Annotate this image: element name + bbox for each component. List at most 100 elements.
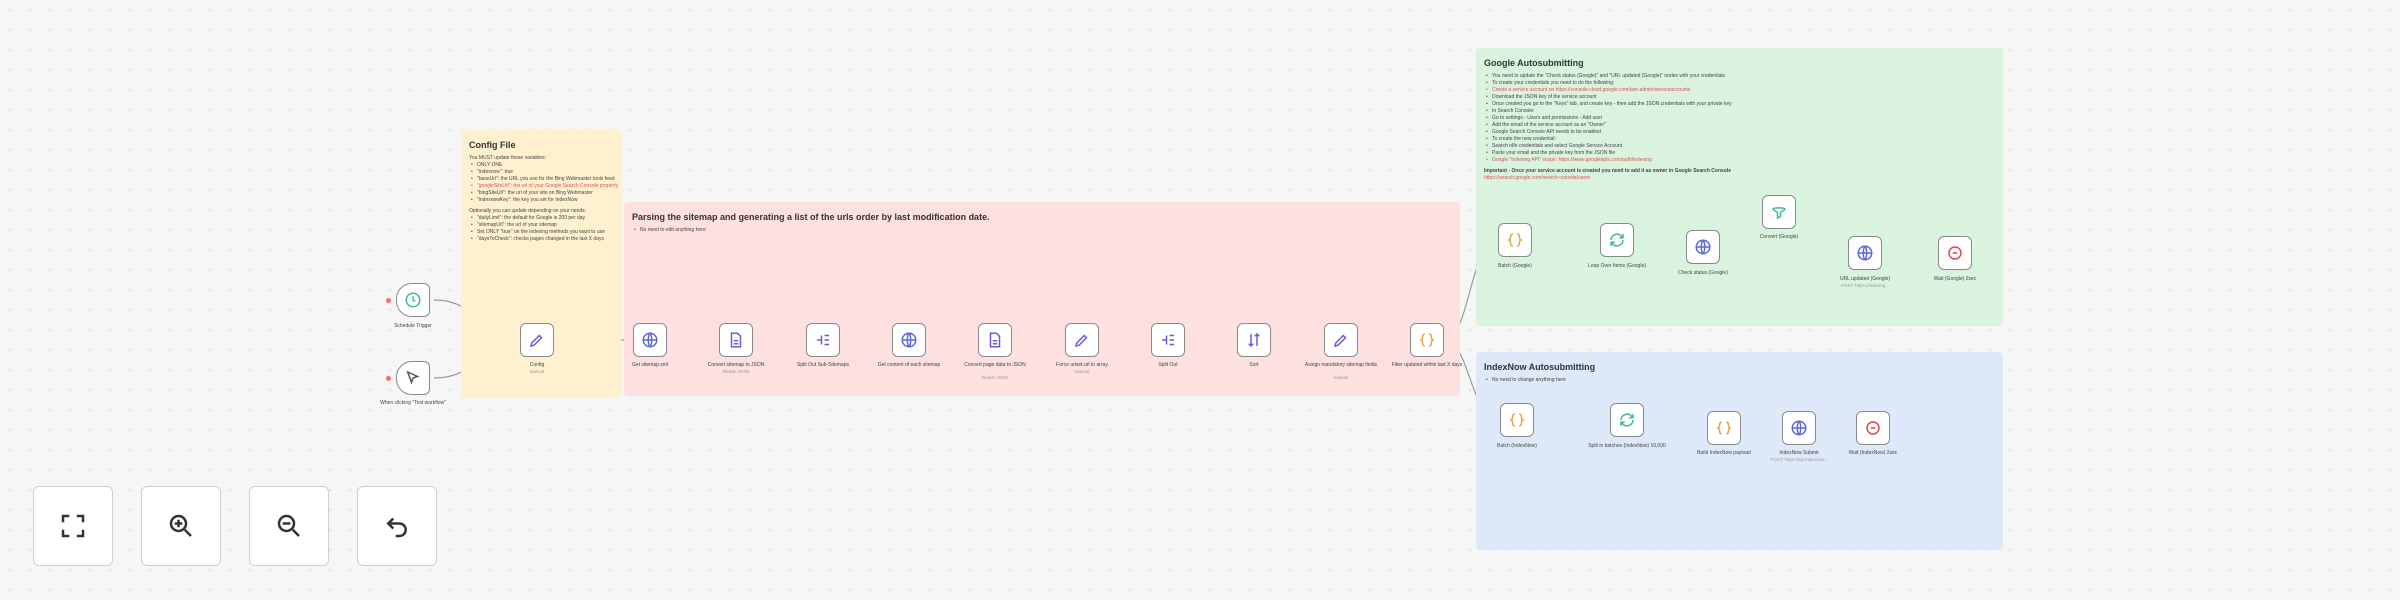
note-line: https://search.google.com/search-console… — [1484, 175, 1591, 181]
node-subtitle: Reads JSON — [981, 375, 1009, 380]
stop-icon — [1948, 246, 1962, 260]
node-label: Get sitemap.xml — [631, 362, 669, 368]
note-indexnow-autosubmitting: IndexNow Autosubmitting No need to chang… — [1476, 352, 2003, 550]
note-line: Optionally you can update depending on y… — [469, 208, 587, 214]
node-label: Convert sitemap to JSON — [707, 362, 765, 368]
note-line: Once created you go to the "Keys" tab, a… — [1484, 101, 1995, 108]
note-line: "googleSiteUrl": the url of your Google … — [469, 183, 618, 190]
node-check-status-google[interactable] — [1686, 230, 1720, 264]
globe-icon — [901, 332, 917, 348]
node-label: Wait (IndexNow) 2sec — [1848, 450, 1898, 456]
note-line: Add the email of the service account as … — [1484, 122, 1995, 129]
node-build-payload-indexnow[interactable] — [1707, 411, 1741, 445]
node-label: Build IndexNow payload — [1697, 450, 1751, 456]
loop-icon — [1620, 413, 1634, 427]
node-split-out[interactable] — [1151, 323, 1185, 357]
node-batch-indexnow[interactable] — [1500, 403, 1534, 437]
node-filter-updated[interactable] — [1410, 323, 1444, 357]
note-line: "daysToCheck": checks pages changed in t… — [469, 236, 613, 243]
node-subtitle: manual — [1074, 369, 1090, 374]
reset-zoom-icon — [386, 517, 407, 538]
stop-icon — [1866, 421, 1880, 435]
note-title: Google Autosubmitting — [1484, 58, 1584, 68]
note-line: Download the JSON key of the service acc… — [1484, 94, 1995, 101]
trigger-indicator — [386, 298, 391, 303]
pencil-icon — [1333, 334, 1347, 348]
node-label: Split in batches (IndexNow) 10,000 — [1588, 443, 1666, 449]
node-split-sitemaps[interactable] — [806, 323, 840, 357]
node-split-batches-indexnow[interactable] — [1610, 403, 1644, 437]
node-wait-indexnow[interactable] — [1856, 411, 1890, 445]
globe-icon — [1857, 245, 1873, 261]
code-icon — [1419, 333, 1435, 347]
reset-zoom-button[interactable] — [357, 486, 437, 566]
note-line: "bingSiteUrl": the url of your site on B… — [469, 190, 613, 197]
note-line: No need to change anything here — [1484, 377, 1995, 384]
node-subtitle: Reads JSON — [722, 369, 750, 374]
file-icon — [730, 332, 742, 348]
node-label: Wait (Google) 2sec — [1933, 276, 1977, 282]
zoom-in-button[interactable] — [141, 486, 221, 566]
node-label: Batch (IndexNow) — [1497, 443, 1537, 449]
node-label: Filter updated within last X days — [1391, 362, 1463, 368]
node-loop-google[interactable] — [1600, 223, 1634, 257]
split-icon — [817, 334, 829, 346]
node-label: Convert (Google) — [1759, 234, 1799, 240]
node-label: Batch (Google) — [1498, 263, 1532, 269]
note-line: You need to update the "Check status (Go… — [1484, 73, 1995, 80]
node-assign-fields[interactable] — [1324, 323, 1358, 357]
split-icon — [1162, 334, 1174, 346]
pencil-icon — [529, 334, 543, 348]
globe-icon — [1695, 239, 1711, 255]
node-label: Convert page data to JSON — [964, 362, 1026, 368]
node-convert-page[interactable] — [978, 323, 1012, 357]
filter-icon — [1772, 207, 1786, 220]
clock-icon — [405, 292, 421, 308]
node-convert-google[interactable] — [1762, 195, 1796, 229]
note-line: In Search Console: — [1484, 108, 1995, 115]
node-label: Sort — [1249, 362, 1259, 368]
node-get-content[interactable] — [892, 323, 926, 357]
node-label: Schedule Trigger — [394, 323, 432, 329]
node-batch-google[interactable] — [1498, 223, 1532, 257]
cursor-icon — [406, 370, 420, 385]
node-manual-trigger[interactable] — [396, 361, 430, 395]
note-line: "baseUrl": the URL you use for the Bing … — [469, 176, 615, 183]
node-label: When clicking "Test workflow" — [380, 400, 446, 406]
node-config[interactable] — [520, 323, 554, 357]
note-line: Paste your email and the private key fro… — [1484, 150, 1995, 157]
node-url-updated-google[interactable] — [1848, 236, 1882, 270]
fit-view-icon — [61, 514, 85, 538]
note-line: "indexnow": true — [469, 169, 613, 176]
note-parsing-sitemap: Parsing the sitemap and generating a lis… — [624, 202, 1460, 396]
note-line: "dailyLimit": the default for Google is … — [469, 215, 613, 222]
note-line: Important - Once your service account is… — [1484, 168, 1732, 174]
note-line: No need to edit anything here — [632, 227, 1452, 234]
note-title: Parsing the sitemap and generating a lis… — [632, 212, 990, 222]
node-get-sitemap[interactable] — [633, 323, 667, 357]
note-line: ONLY ONE — [469, 162, 613, 169]
node-label: Config — [529, 362, 545, 368]
node-schedule-trigger[interactable] — [396, 283, 430, 317]
note-google-autosubmitting: Google Autosubmitting You need to update… — [1476, 48, 2003, 326]
note-line: Create a service account on https://cons… — [1484, 87, 1995, 94]
node-label: Assign mandatory sitemap fields — [1305, 362, 1377, 368]
node-wait-google[interactable] — [1938, 236, 1972, 270]
fit-view-button[interactable] — [33, 486, 113, 566]
node-convert-sitemap[interactable] — [719, 323, 753, 357]
node-force-array[interactable] — [1065, 323, 1099, 357]
note-line: "sitemapUrl": the url of your sitemap — [469, 222, 613, 229]
node-subtitle: POST: https://api.indexnow... — [1770, 457, 1828, 462]
node-label: Check status (Google) — [1678, 270, 1728, 276]
note-line: You MUST update these variables: — [469, 155, 546, 161]
trigger-indicator — [386, 376, 391, 381]
file-icon — [989, 332, 1001, 348]
node-label: Loop Over Items (Google) — [1588, 263, 1646, 269]
node-sort[interactable] — [1237, 323, 1271, 357]
zoom-out-button[interactable] — [249, 486, 329, 566]
note-line: To create the new credential: — [1484, 136, 1995, 143]
node-label: Split Out Sub-Sitemaps — [797, 362, 849, 368]
note-line: To create your credentials you need to d… — [1484, 80, 1995, 87]
node-submit-indexnow[interactable] — [1782, 411, 1816, 445]
